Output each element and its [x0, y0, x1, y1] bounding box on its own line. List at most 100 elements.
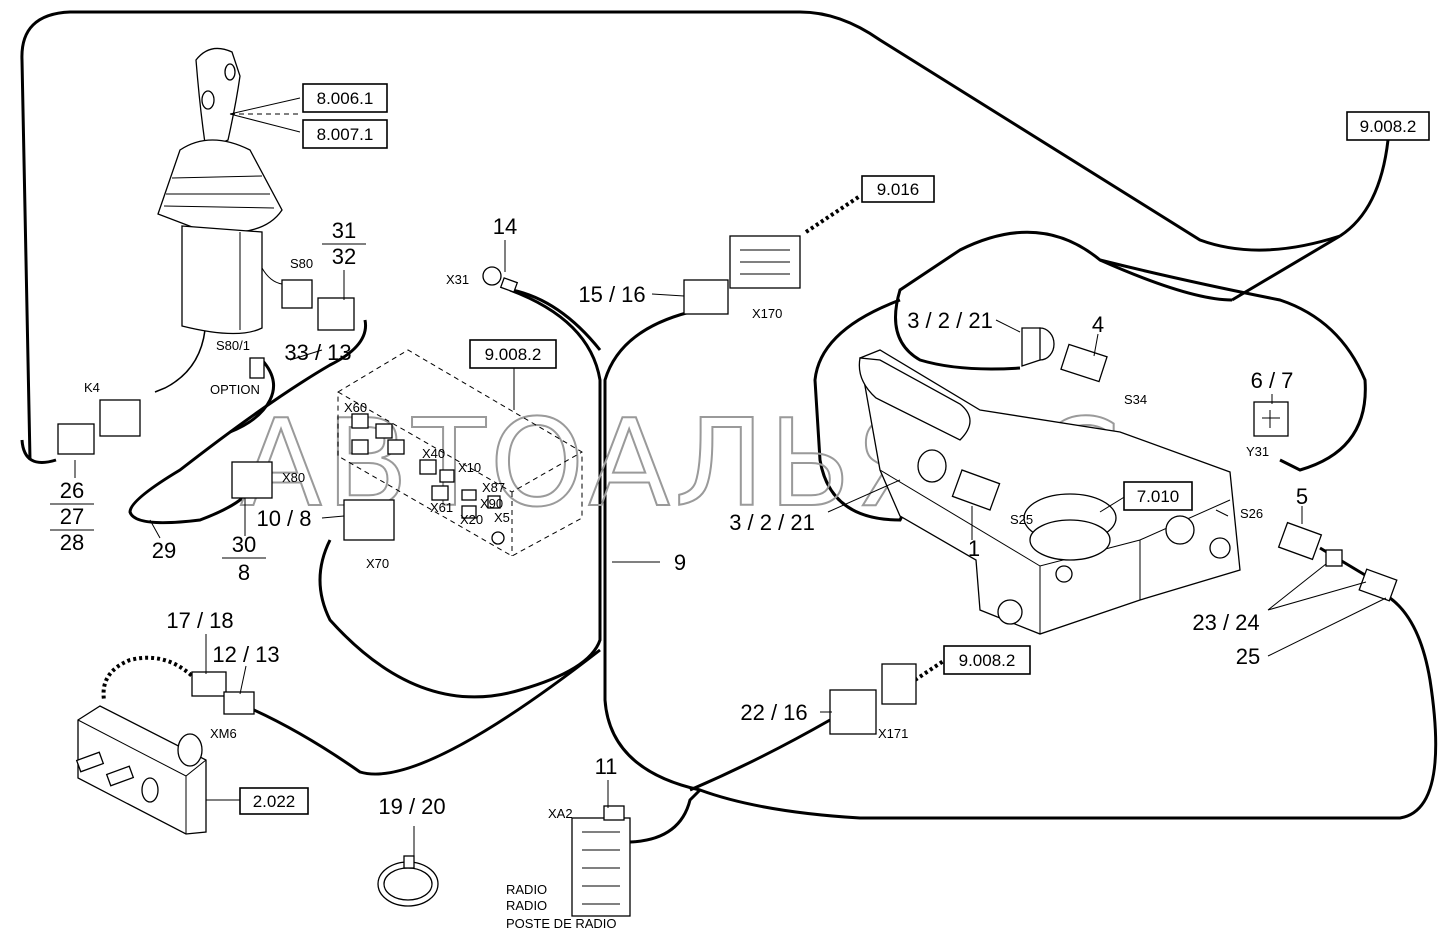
ref-7010[interactable]: 7.010	[1137, 487, 1180, 506]
valve-loop-y31	[1099, 258, 1367, 472]
ring-terminal-x31	[482, 266, 502, 286]
ref-9016[interactable]: 9.016	[877, 180, 920, 199]
valve-loop-left	[813, 298, 922, 522]
label-26: 26	[60, 478, 84, 503]
label-1: 1	[968, 536, 980, 561]
code-s26: S26	[1240, 506, 1263, 521]
connector-k4-a	[57, 423, 95, 455]
harness-x31	[511, 288, 602, 351]
connector-31-32	[317, 297, 355, 331]
label-28: 28	[60, 530, 84, 555]
code-x171: X171	[878, 726, 908, 741]
harness-17-18	[101, 655, 202, 701]
ref-9008-top[interactable]: 9.008.2	[1360, 117, 1417, 136]
solenoid-y31	[1253, 401, 1289, 437]
harness-x170-9016	[804, 194, 862, 234]
joystick-cable	[154, 329, 206, 393]
leader-lines	[74, 240, 1387, 862]
valve-assembly	[858, 327, 1398, 635]
code-x70: X70	[366, 556, 389, 571]
box-label-x61: X61	[430, 500, 453, 515]
code-s34: S34	[1124, 392, 1147, 407]
label-5: 5	[1296, 484, 1308, 509]
connector-15-16	[683, 279, 729, 315]
label-14: 14	[493, 214, 517, 239]
connectors	[57, 235, 917, 917]
valve-loop-upper	[894, 230, 1233, 371]
ref-8006[interactable]: 8.006.1	[317, 89, 374, 108]
harness-x171	[689, 718, 831, 792]
code-s80: S80	[290, 256, 313, 271]
connector-xa2	[571, 817, 631, 917]
label-10-8: 10 / 8	[256, 506, 311, 531]
label-29: 29	[152, 538, 176, 563]
label-11: 11	[595, 754, 618, 779]
label-27: 27	[60, 504, 84, 529]
code-option: OPTION	[210, 382, 260, 397]
label-15-16: 15 / 16	[578, 282, 645, 307]
label-8: 8	[238, 560, 250, 585]
wires	[20, 10, 1438, 844]
leader-8007	[229, 97, 301, 133]
code-x170: X170	[752, 306, 782, 321]
connector-12-13	[223, 691, 255, 715]
code-y31: Y31	[1246, 444, 1269, 459]
xm6-bracket	[75, 705, 240, 835]
connector-k4-b	[99, 399, 141, 437]
box-label-x20: X20	[460, 512, 483, 527]
main-harness-top	[20, 10, 1341, 461]
code-x80: X80	[282, 470, 305, 485]
ref-2022[interactable]: 2.022	[253, 792, 296, 811]
code-xa2: XA2	[548, 806, 573, 821]
label-9: 9	[674, 550, 686, 575]
box-label-x87: X87	[482, 480, 505, 495]
code-x31: X31	[446, 272, 469, 287]
reference-boxes[interactable]: 8.006.1 8.007.1 9.008.2 9.016 9.008.2 7.…	[239, 83, 1430, 815]
code-radio-2: RADIO	[506, 898, 547, 913]
label-3-2-21-bottom: 3 / 2 / 21	[729, 510, 815, 535]
ref-8007[interactable]: 8.007.1	[317, 125, 374, 144]
control-box: X60 X40 X10 X87 X90 X5 X61 X20	[337, 349, 583, 557]
connector-x80	[231, 461, 273, 499]
joystick	[157, 47, 283, 335]
center-trunk-right	[603, 310, 1438, 820]
harness-xm6	[244, 648, 601, 776]
center-trunk	[318, 288, 602, 699]
label-6-7: 6 / 7	[1251, 368, 1294, 393]
harness-k4	[20, 439, 57, 464]
connector-s80-1	[249, 357, 265, 379]
label-23-24: 23 / 24	[1192, 610, 1259, 635]
label-19-20: 19 / 20	[378, 794, 445, 819]
code-s25: S25	[1010, 512, 1033, 527]
ref-9008-x171[interactable]: 9.008.2	[959, 651, 1016, 670]
box-label-x10: X10	[458, 460, 481, 475]
harness-to-valve	[1231, 234, 1341, 302]
label-12-13: 12 / 13	[212, 642, 279, 667]
code-s80-1: S80/1	[216, 338, 250, 353]
connector-s80	[281, 279, 313, 309]
box-label-x40: X40	[422, 446, 445, 461]
label-4: 4	[1092, 312, 1104, 337]
code-radio-1: RADIO	[506, 882, 547, 897]
label-30: 30	[232, 532, 256, 557]
number-labels: 14 15 / 16 31 32 33 / 13 26 27 28 29 30 …	[50, 214, 1308, 819]
label-33-13: 33 / 13	[284, 340, 351, 365]
label-17-18: 17 / 18	[166, 608, 233, 633]
connector-x171-mate	[881, 663, 917, 705]
code-radio-3: POSTE DE RADIO	[506, 916, 617, 931]
box-label-x60: X60	[344, 400, 367, 415]
box-label-x90: X90	[480, 496, 503, 511]
label-25: 25	[1236, 644, 1260, 669]
label-22-16: 22 / 16	[740, 700, 807, 725]
code-k4: K4	[84, 380, 100, 395]
ref-9008-box[interactable]: 9.008.2	[485, 345, 542, 364]
harness-to-9008-top	[1339, 139, 1390, 238]
harness-x171-9008	[913, 658, 947, 682]
code-xm6: XM6	[210, 726, 237, 741]
label-3-2-21-top: 3 / 2 / 21	[907, 308, 993, 333]
connector-x171	[829, 689, 877, 735]
connector-x70	[343, 499, 395, 541]
harness-radio	[629, 788, 702, 844]
harness-29	[128, 319, 368, 525]
